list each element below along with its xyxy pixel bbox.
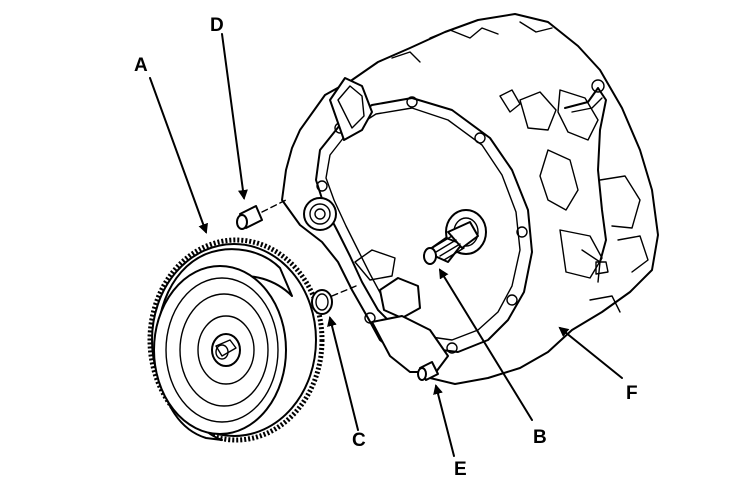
label-f: F bbox=[626, 383, 638, 404]
leader-f bbox=[558, 326, 623, 379]
label-d: D bbox=[210, 15, 224, 36]
dowel-pin-lower bbox=[417, 361, 439, 381]
label-e: E bbox=[454, 459, 467, 480]
dowel-pin-upper bbox=[236, 199, 287, 230]
leader-b bbox=[438, 268, 533, 421]
o-ring bbox=[311, 285, 357, 315]
leader-d bbox=[221, 33, 248, 200]
label-b: B bbox=[533, 427, 547, 448]
label-c: C bbox=[352, 430, 366, 451]
torque-converter bbox=[147, 237, 325, 443]
leader-e bbox=[433, 384, 455, 457]
label-a: A bbox=[134, 55, 148, 76]
mainshaft bbox=[423, 221, 479, 265]
transmission-housing bbox=[281, 13, 659, 385]
leader-c bbox=[327, 316, 359, 431]
leader-lines bbox=[149, 33, 623, 457]
leader-a bbox=[149, 77, 208, 234]
callout-labels: A B C D E F bbox=[134, 15, 638, 480]
